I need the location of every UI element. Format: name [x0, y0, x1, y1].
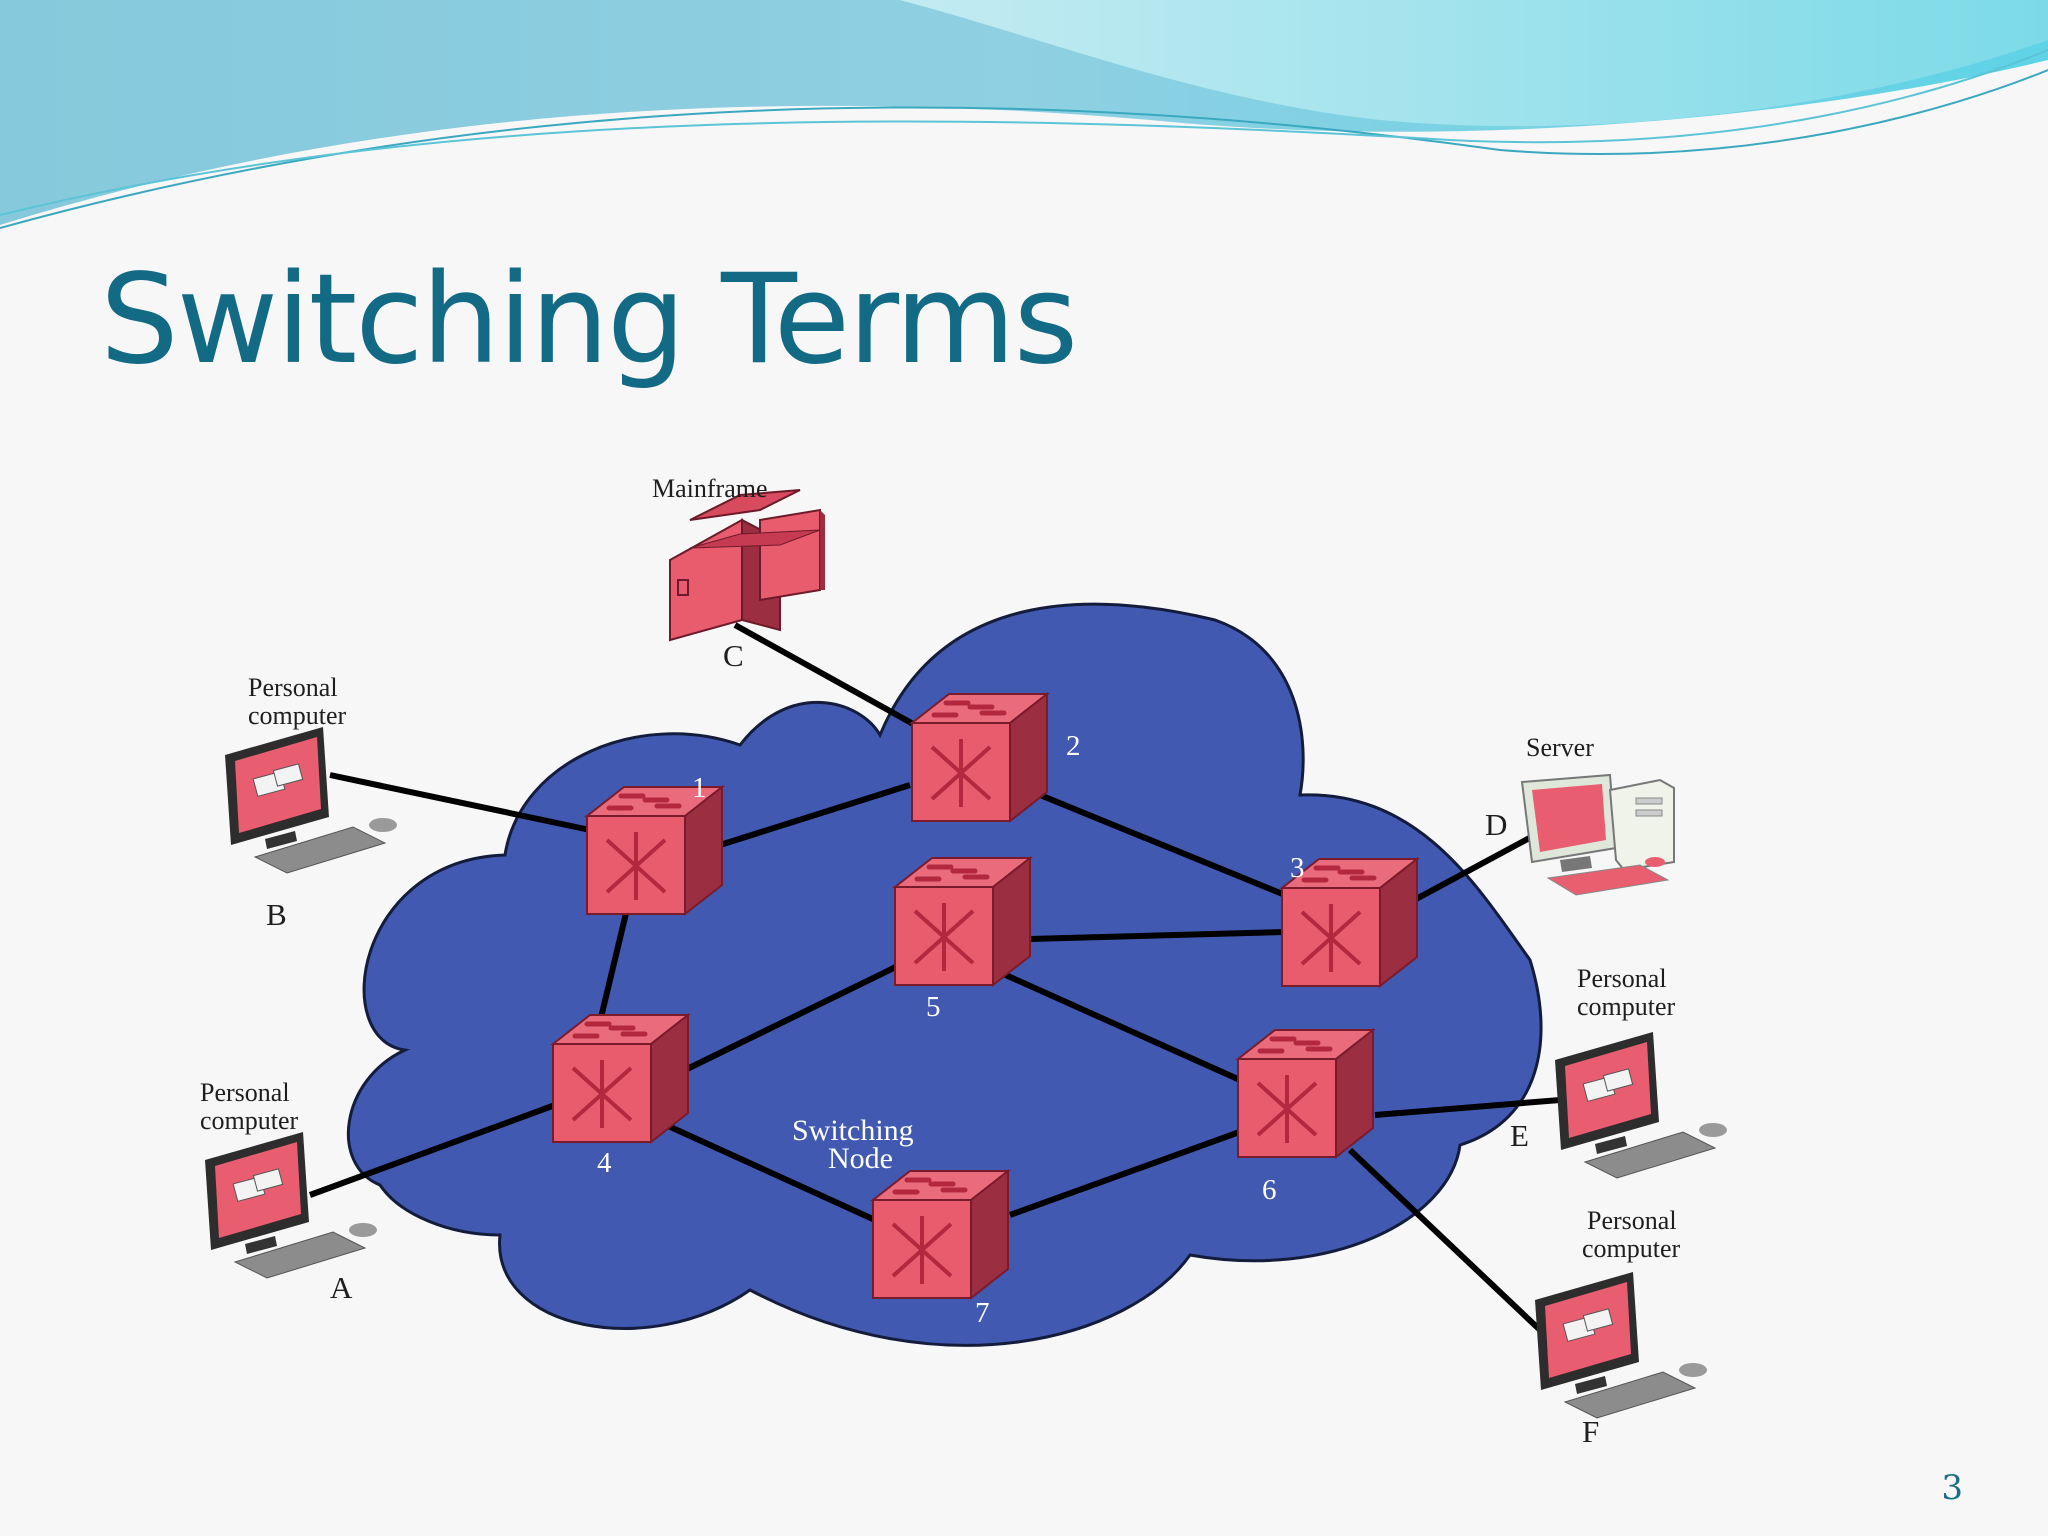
personal-computer-e-icon [1554, 1031, 1728, 1179]
switch-node-1 [587, 787, 722, 914]
header-wave-decoration [0, 0, 2048, 229]
pc-b-label-line2: computer [248, 701, 347, 730]
station-label-a: A [330, 1270, 353, 1305]
switch-node-2 [912, 694, 1047, 821]
switch-node-6 [1238, 1030, 1373, 1157]
server-icon [1520, 773, 1675, 896]
slide-title: Switching Terms [100, 248, 1078, 392]
switching-node-label-line2: Node [828, 1142, 893, 1175]
personal-computer-f-icon [1534, 1271, 1708, 1419]
node-number-5: 5 [926, 991, 941, 1023]
station-label-e: E [1510, 1118, 1529, 1153]
pc-a-label-line2: computer [200, 1106, 299, 1135]
mainframe-label: Mainframe [652, 474, 768, 503]
personal-computer-b-icon [224, 726, 398, 874]
node-number-2: 2 [1066, 730, 1081, 762]
page-number: 3 [1941, 1468, 1963, 1508]
node-number-6: 6 [1262, 1174, 1277, 1206]
server-label: Server [1526, 733, 1594, 762]
pc-e-label-line2: computer [1577, 992, 1676, 1021]
pc-a-label-line1: Personal [200, 1078, 290, 1107]
mainframe-icon [669, 489, 825, 642]
switch-node-5 [895, 858, 1030, 985]
switching-node-label-line1: Switching [792, 1114, 914, 1147]
station-label-f: F [1582, 1414, 1599, 1449]
node-number-1: 1 [692, 772, 707, 804]
station-label-b: B [266, 897, 287, 932]
pc-f-label-line1: Personal [1587, 1206, 1677, 1235]
station-label-c: C [723, 638, 744, 673]
node-number-7: 7 [975, 1297, 990, 1329]
switch-node-7 [873, 1171, 1008, 1298]
network-links [308, 622, 1561, 1333]
station-label-d: D [1485, 807, 1507, 842]
pc-e-label-line1: Personal [1577, 964, 1667, 993]
pc-b-label-line1: Personal [248, 673, 338, 702]
switch-node-4 [553, 1015, 688, 1142]
node-number-4: 4 [597, 1147, 612, 1179]
node-number-3: 3 [1290, 852, 1305, 884]
pc-f-label-line2: computer [1582, 1234, 1681, 1263]
